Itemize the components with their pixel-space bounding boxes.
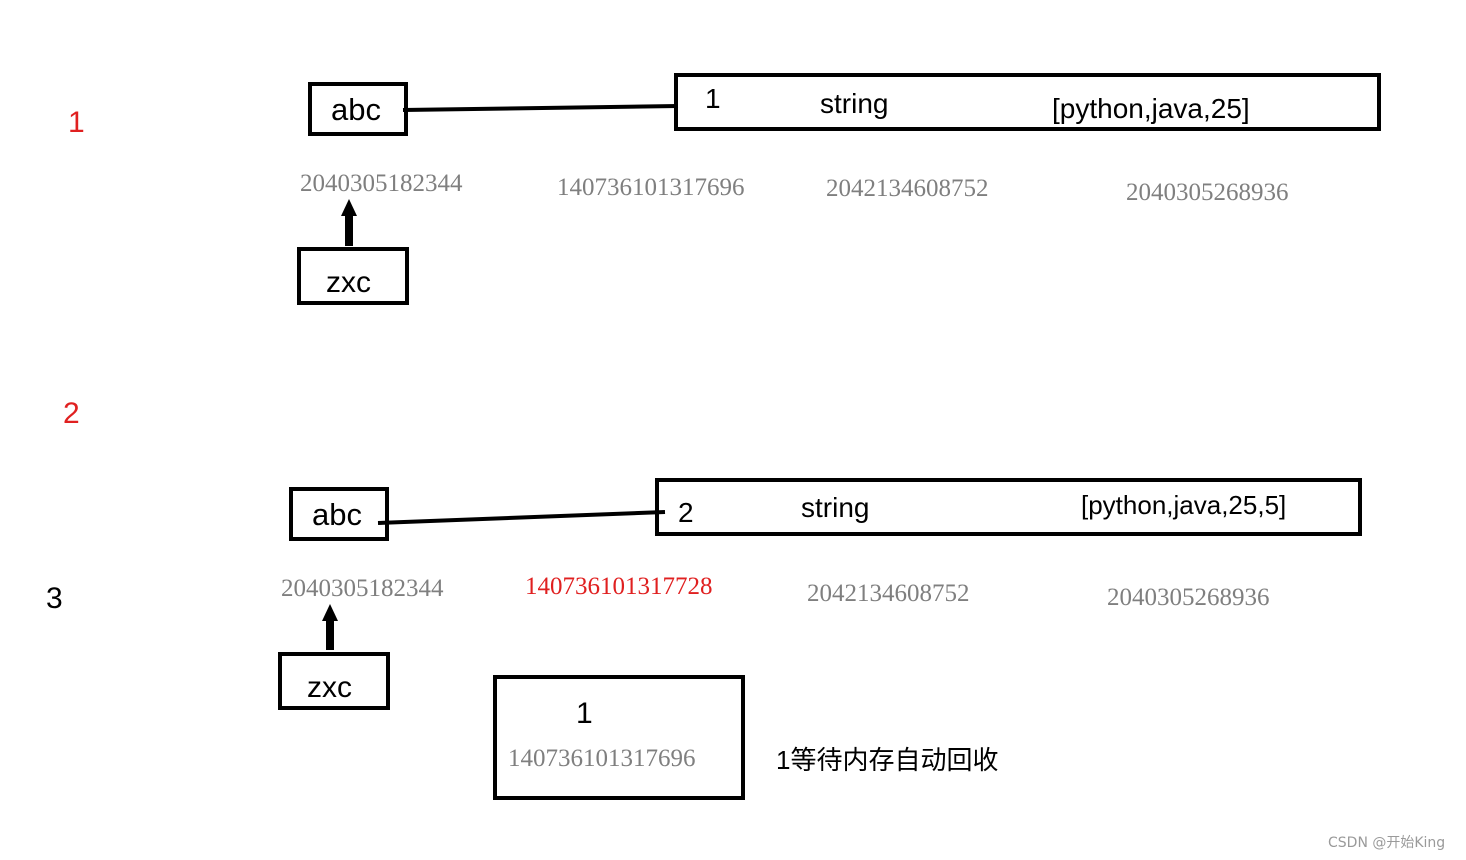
- address-type-2: 2042134608752: [807, 580, 970, 607]
- step-number-1: 1: [68, 106, 85, 139]
- watermark: CSDN @开始King: [1328, 835, 1446, 851]
- type-label-2: string: [801, 492, 870, 523]
- value-label-1: [python,java,25]: [1052, 93, 1250, 124]
- address-var-2: 2040305182344: [281, 575, 444, 602]
- orphan-address-label: 140736101317696: [508, 745, 696, 772]
- orphan-value-label: 1: [576, 697, 593, 730]
- address-value-1: 2040305268936: [1126, 179, 1289, 206]
- list-object-box-2: [655, 478, 1362, 536]
- reference-line-1: [402, 104, 679, 112]
- address-type-1: 2042134608752: [826, 175, 989, 202]
- type-label-1: string: [820, 88, 889, 119]
- list-object-box-1: [674, 73, 1381, 131]
- variable-label-abc-2: abc: [312, 497, 362, 532]
- alias-label-zxc-2: zxc: [307, 671, 352, 704]
- refcount-label-1: 1: [705, 83, 721, 114]
- address-var-1: 2040305182344: [300, 170, 463, 197]
- step-number-2: 2: [63, 397, 80, 430]
- address-value-2: 2040305268936: [1107, 584, 1270, 611]
- variable-box-abc-1: [308, 82, 408, 136]
- arrow-head-1: [341, 199, 357, 216]
- reference-line-2: [377, 510, 666, 525]
- address-refcount-2: 140736101317728: [525, 573, 713, 600]
- variable-box-abc-2: [289, 487, 389, 541]
- variable-label-abc-1: abc: [331, 92, 381, 127]
- arrow-head-2: [322, 604, 338, 621]
- alias-label-zxc-1: zxc: [326, 266, 371, 299]
- orphan-object-box: [493, 675, 745, 800]
- alias-box-zxc-1: [297, 247, 409, 305]
- alias-box-zxc-2: [278, 652, 390, 710]
- refcount-label-2: 2: [678, 497, 694, 528]
- address-refcount-1: 140736101317696: [557, 174, 745, 201]
- gc-note: 1等待内存自动回收: [776, 745, 999, 775]
- value-label-2: [python,java,25,5]: [1081, 490, 1287, 520]
- step-number-3: 3: [46, 582, 63, 615]
